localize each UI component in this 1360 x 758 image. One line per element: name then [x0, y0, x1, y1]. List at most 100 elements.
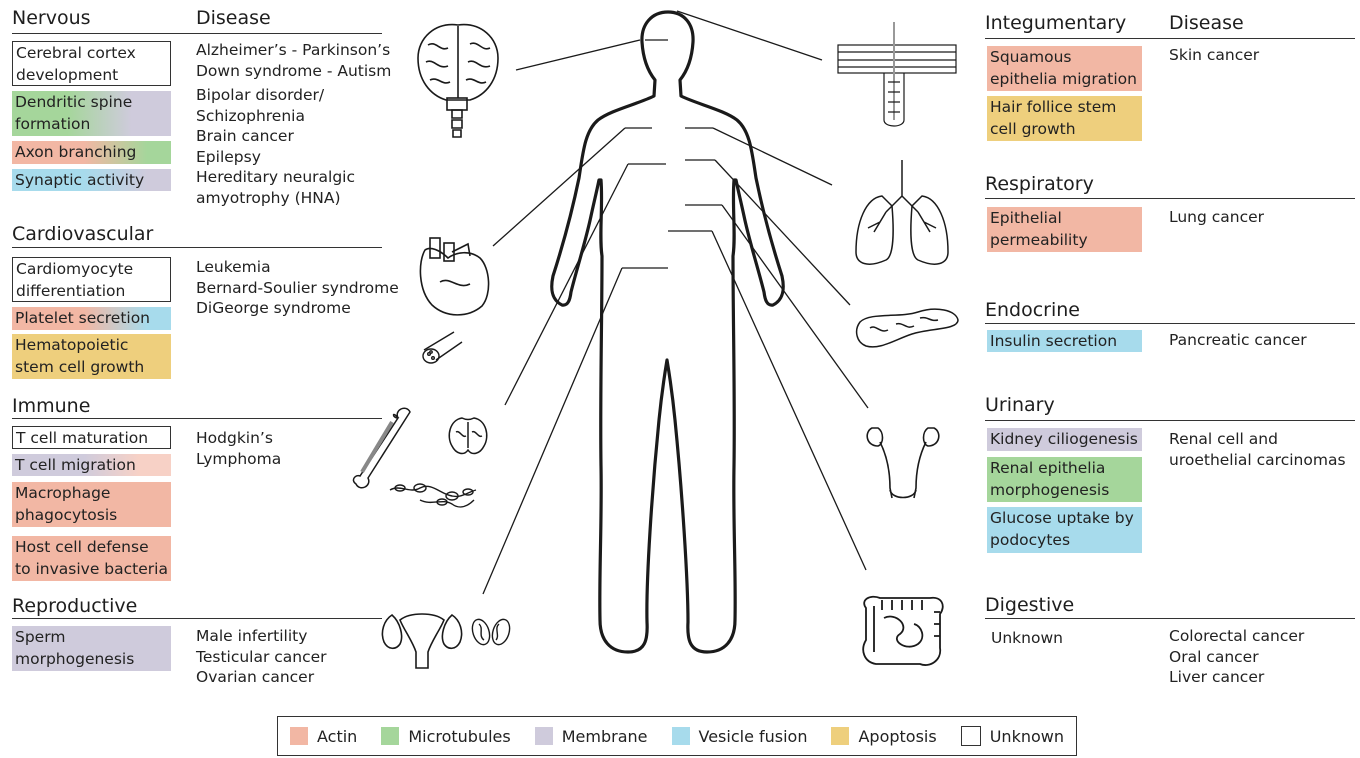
disease-item: Brain cancer	[196, 126, 391, 147]
immune-box-tcell-migration: T cell migration	[12, 454, 171, 476]
disease-item: Hodgkin’s	[196, 428, 281, 449]
nervous-box-axon: Axon branching	[12, 141, 171, 164]
connector-lines	[483, 11, 868, 594]
disease-item: Male infertility	[196, 626, 327, 647]
immune-box-macrophage: Macrophage phagocytosis	[12, 482, 171, 527]
urinary-box-glucose: Glucose uptake by podocytes	[987, 507, 1142, 553]
legend-label: Vesicle fusion	[699, 727, 808, 746]
lungs-icon	[856, 160, 948, 264]
immune-box-host-defense: Host cell defense to invasive bacteria	[12, 536, 171, 581]
legend-item-vesicle-fusion: Vesicle fusion	[672, 727, 808, 746]
disease-item: Oral cancer	[1169, 647, 1304, 668]
immune-rule	[12, 418, 382, 419]
legend-swatch	[290, 727, 308, 745]
disease-item: Leukemia	[196, 257, 399, 278]
legend-label: Apoptosis	[858, 727, 936, 746]
digestive-disease-list: Colorectal cancer Oral cancer Liver canc…	[1169, 626, 1304, 688]
legend-item-actin: Actin	[290, 727, 357, 746]
uterus-icon	[382, 614, 461, 668]
endo-box-insulin: Insulin secretion	[987, 330, 1142, 352]
integumentary-disease: Skin cancer	[1169, 45, 1259, 66]
cardiovascular-rule	[12, 247, 382, 248]
heart-icon	[420, 238, 488, 315]
disease-item: Alzheimer’s - Parkinson’s	[196, 40, 391, 61]
human-body-icon	[552, 12, 784, 652]
intestine-icon	[863, 597, 943, 665]
legend-swatch	[961, 726, 981, 746]
respiratory-rule	[985, 198, 1355, 199]
immune-title: Immune	[12, 395, 90, 417]
disease-item: amyotrophy (HNA)	[196, 188, 391, 209]
disease-item: Liver cancer	[1169, 667, 1304, 688]
legend-item-unknown: Unknown	[961, 726, 1064, 746]
cardio-box-platelet: Platelet secretion	[12, 307, 171, 330]
legend-label: Membrane	[562, 727, 648, 746]
integumentary-disease-header: Disease	[1169, 12, 1244, 34]
disease-item: Colorectal cancer	[1169, 626, 1304, 647]
endocrine-disease: Pancreatic cancer	[1169, 330, 1307, 351]
disease-item: Epilepsy	[196, 147, 391, 168]
urinary-box-renal-epithelia: Renal epithelia morphogenesis	[987, 457, 1142, 502]
integ-box-hair-follicle: Hair follice stem cell growth	[987, 96, 1142, 141]
nervous-rule	[12, 33, 382, 34]
disease-item: Schizophrenia	[196, 106, 391, 127]
nervous-disease-header: Disease	[196, 7, 271, 29]
digestive-box-unknown: Unknown	[991, 628, 1063, 649]
resp-box-epithelial: Epithelial permeability	[987, 207, 1142, 252]
bone-icon	[353, 408, 410, 488]
pancreas-icon	[857, 309, 958, 347]
disease-item: Ovarian cancer	[196, 667, 327, 688]
disease-item: Bipolar disorder/	[196, 85, 391, 106]
disease-item: Hereditary neuralgic	[196, 167, 391, 188]
legend-swatch	[672, 727, 690, 745]
disease-item: Lymphoma	[196, 449, 281, 470]
legend-swatch	[535, 727, 553, 745]
kidney-icon	[867, 428, 939, 498]
integ-box-squamous: Squamous epithelia migration	[987, 46, 1142, 91]
testes-icon	[469, 617, 512, 647]
nervous-box-synaptic: Synaptic activity	[12, 169, 171, 191]
blood-vessel-icon	[423, 332, 462, 363]
urinary-disease-list: Renal cell and uroethelial carcinomas	[1169, 429, 1346, 470]
legend-item-apoptosis: Apoptosis	[831, 727, 936, 746]
digestive-rule	[985, 618, 1355, 619]
legend-item-membrane: Membrane	[535, 727, 648, 746]
immune-box-tcell-maturation: T cell maturation	[12, 426, 171, 449]
reproductive-rule	[12, 618, 382, 619]
disease-item: DiGeorge syndrome	[196, 298, 399, 319]
reproductive-disease-list: Male infertility Testicular cancer Ovari…	[196, 626, 327, 688]
thymus-icon	[449, 418, 487, 453]
nervous-disease-list: Alzheimer’s - Parkinson’s Down syndrome …	[196, 40, 391, 208]
repro-box-sperm: Sperm morphogenesis	[12, 626, 171, 671]
legend-swatch	[381, 727, 399, 745]
reproductive-title: Reproductive	[12, 595, 137, 617]
nervous-title: Nervous	[12, 7, 91, 29]
respiratory-disease: Lung cancer	[1169, 207, 1264, 228]
lymph-node-icon	[390, 484, 476, 507]
urinary-rule	[985, 420, 1355, 421]
urinary-title: Urinary	[985, 394, 1055, 416]
cardio-box-cardiomyocyte: Cardiomyocyte differentiation	[12, 257, 171, 302]
digestive-title: Digestive	[985, 594, 1074, 616]
endocrine-rule	[985, 323, 1355, 324]
legend-label: Actin	[317, 727, 357, 746]
immune-disease-list: Hodgkin’s Lymphoma	[196, 428, 281, 469]
cardio-box-hematopoietic: Hematopoietic stem cell growth	[12, 334, 171, 379]
legend-label: Microtubules	[408, 727, 510, 746]
legend-item-microtubules: Microtubules	[381, 727, 510, 746]
disease-item: Testicular cancer	[196, 647, 327, 668]
urinary-box-ciliogenesis: Kidney ciliogenesis	[987, 428, 1142, 451]
nervous-box-cortex: Cerebral cortex development	[12, 41, 171, 86]
legend: Actin Microtubules Membrane Vesicle fusi…	[277, 716, 1077, 756]
brain-icon	[418, 25, 498, 137]
disease-item: Bernard-Soulier syndrome	[196, 278, 399, 299]
disease-item: Renal cell and	[1169, 429, 1346, 450]
legend-swatch	[831, 727, 849, 745]
disease-item: Down syndrome - Autism	[196, 61, 391, 82]
respiratory-title: Respiratory	[985, 173, 1094, 195]
nervous-box-dendritic: Dendritic spine formation	[12, 91, 171, 136]
skin-icon	[838, 22, 956, 126]
cardiovascular-title: Cardiovascular	[12, 223, 153, 245]
integumentary-rule	[985, 38, 1355, 39]
disease-item: uroethelial carcinomas	[1169, 450, 1346, 471]
